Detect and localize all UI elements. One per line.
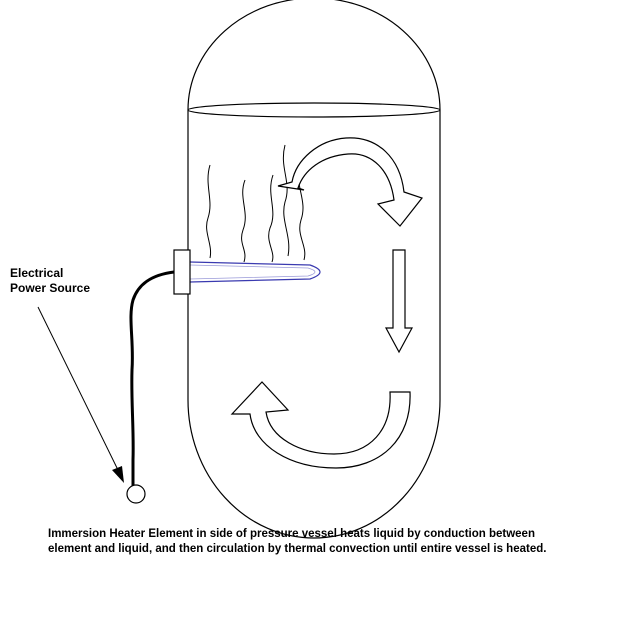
- label-pointer-arrowhead: [112, 466, 124, 483]
- power-source-label: Electrical Power Source: [10, 266, 90, 296]
- label-pointer-line: [37, 306, 119, 471]
- heat-line-1: [206, 164, 212, 259]
- heat-line-2: [241, 179, 246, 263]
- power-source-label-line2: Power Source: [10, 281, 91, 295]
- heat-rising-lines: [206, 144, 306, 263]
- power-cable: [129, 270, 175, 486]
- power-source-terminal: [126, 484, 146, 504]
- heat-line-3: [268, 174, 274, 263]
- convection-arrow-top: [277, 137, 423, 227]
- power-source-label-line1: Electrical: [10, 266, 64, 280]
- heater-flange: [173, 249, 191, 295]
- caption-line-1: Immersion Heater Element in side of pres…: [48, 528, 535, 540]
- convection-arrow-bottom: [230, 381, 411, 469]
- convection-arrow-down: [384, 249, 414, 354]
- diagram-caption: Immersion Heater Element in side of pres…: [48, 527, 618, 557]
- heater-element-loop: [189, 261, 321, 283]
- heater-element-inner: [189, 264, 316, 280]
- heat-line-4: [282, 144, 290, 257]
- caption-line-2: element and liquid, and then circulation…: [48, 543, 547, 555]
- liquid-surface: [187, 102, 441, 118]
